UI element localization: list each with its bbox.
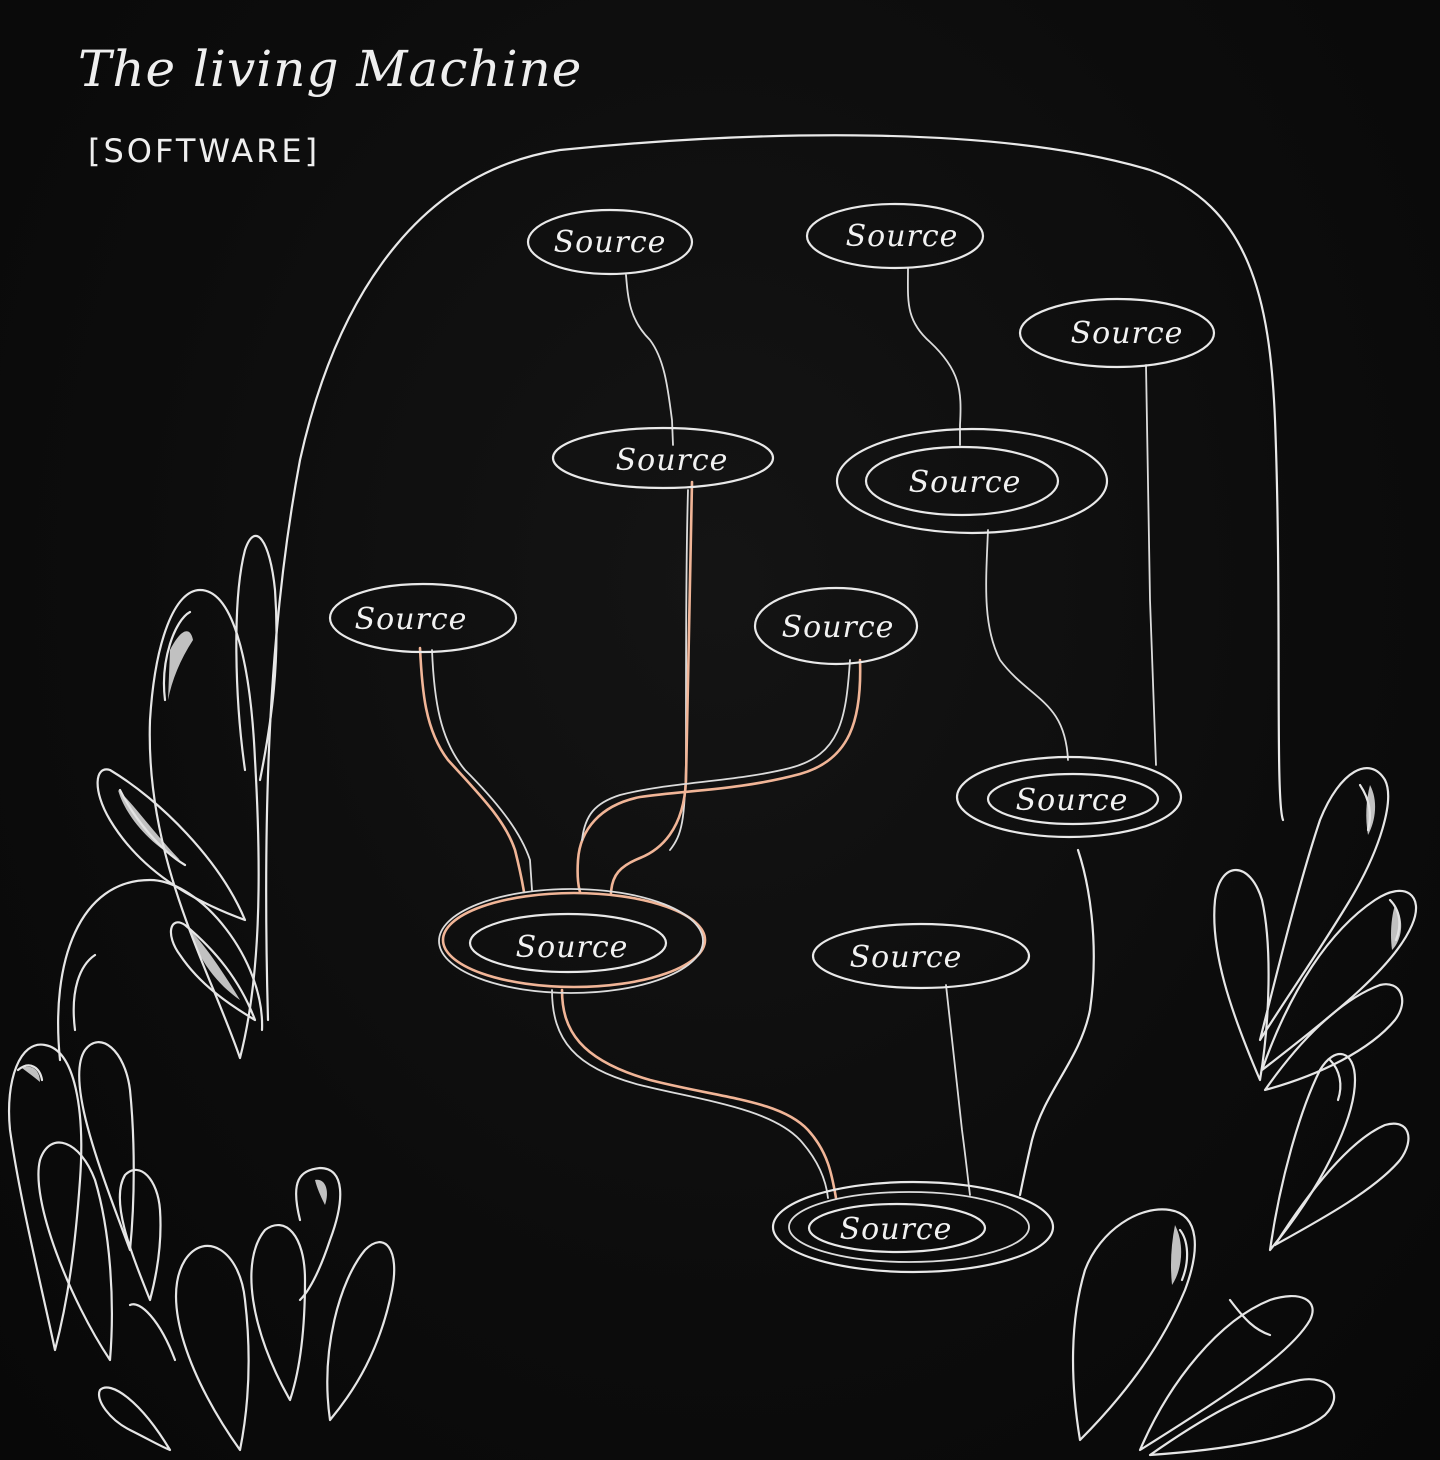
- node-n6: Source: [328, 582, 518, 654]
- diagram-subtitle: [SOFTWARE]: [88, 132, 320, 170]
- foliage-highlights: [22, 631, 1402, 1285]
- node-label: Source: [355, 602, 468, 637]
- edge-n4-n9: [609, 480, 694, 895]
- foliage-right: [1071, 767, 1418, 1457]
- edge-n6-n9: [418, 646, 526, 894]
- edge-n9-n11: [560, 988, 838, 1200]
- node-n3: Source: [1018, 297, 1216, 369]
- node-label: Source: [846, 219, 959, 254]
- edge-n4-n9-white: [669, 489, 689, 851]
- node-n1: Source: [526, 208, 694, 276]
- edge-n10-n11: [945, 984, 971, 1196]
- enclosure-outline: [265, 134, 1285, 1022]
- node-n2: Source: [805, 202, 985, 270]
- edge-n7-n9-shadow: [581, 659, 851, 841]
- node-label: Source: [1016, 783, 1129, 818]
- edge-n6-n9-shadow: [431, 649, 533, 891]
- edge-n7-n9: [576, 658, 862, 894]
- node-label: Source: [850, 940, 963, 975]
- node-label: Source: [782, 610, 895, 645]
- node-n7: Source: [753, 586, 919, 666]
- node-n5: Source: [835, 427, 1109, 535]
- foliage-left: [8, 535, 396, 1452]
- node-label: Source: [554, 225, 667, 260]
- diagram-title: The living Machine: [78, 40, 582, 98]
- node-label: Source: [1071, 316, 1184, 351]
- enclosure-right-lower: [1018, 848, 1095, 1197]
- node-n10: Source: [811, 922, 1031, 990]
- node-n11: Source: [771, 1180, 1055, 1274]
- edge-n9-n11-shadow: [551, 989, 829, 1199]
- edge-n3-n8: [1145, 364, 1157, 766]
- node-n4: Source: [551, 426, 775, 490]
- node-n9: Source: [438, 888, 707, 994]
- node-label: Source: [616, 443, 729, 478]
- node-label: Source: [909, 465, 1022, 500]
- edge-n5-n8: [985, 529, 1069, 761]
- node-n8: Source: [955, 755, 1183, 839]
- node-label: Source: [516, 930, 629, 965]
- edge-n1-n4: [625, 274, 674, 446]
- edge-n2-n5: [906, 267, 962, 446]
- node-label: Source: [840, 1212, 953, 1247]
